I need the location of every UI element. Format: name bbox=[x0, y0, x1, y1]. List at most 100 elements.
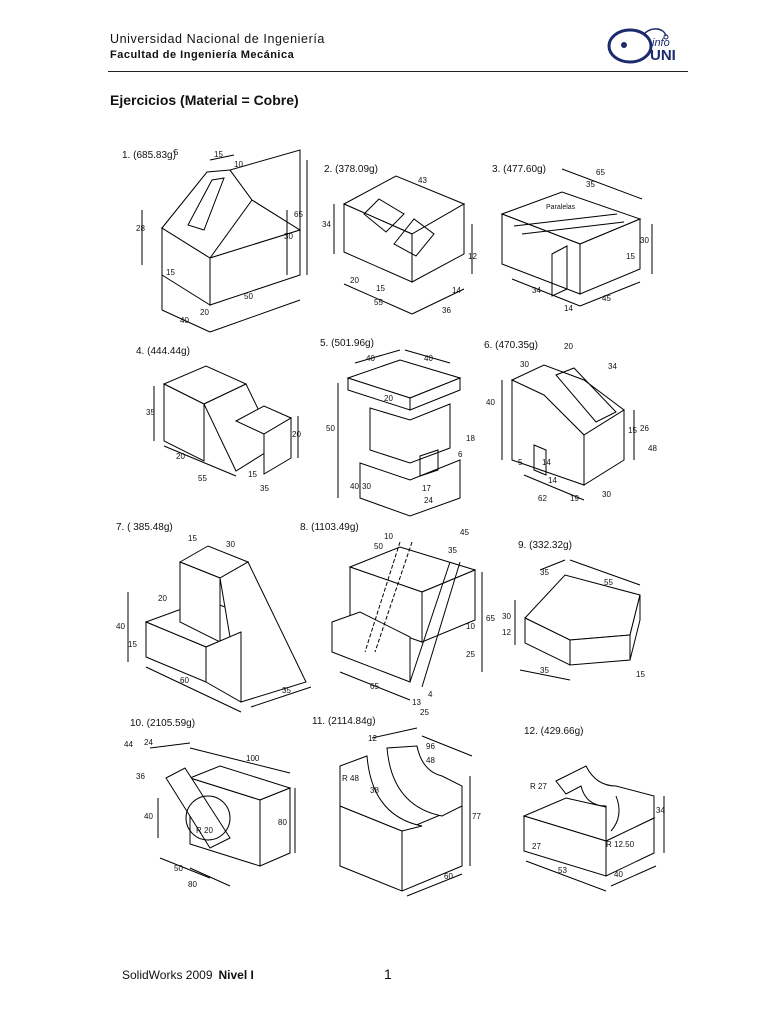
dim-text: 35 bbox=[448, 546, 457, 555]
dim-text: 40 bbox=[350, 482, 359, 491]
dim-text: 55 bbox=[374, 298, 383, 307]
dim-text: 55 bbox=[604, 578, 613, 587]
software-version: SolidWorks 2009 bbox=[122, 968, 213, 982]
exercise-3-note: Paralelas bbox=[546, 204, 576, 211]
exercise-1-drawing bbox=[141, 149, 308, 333]
dim-text: R 20 bbox=[196, 826, 213, 835]
dim-text: 25 bbox=[420, 708, 429, 717]
dim-text: 44 bbox=[124, 740, 133, 749]
exercise-3-label: 3. (477.60g) bbox=[492, 164, 546, 175]
dim-text: 60 bbox=[180, 676, 189, 685]
faculty-name: Facultad de Ingeniería Mecánica bbox=[110, 49, 295, 61]
exercise-7-label: 7. ( 385.48g) bbox=[116, 522, 173, 533]
exercise-5: 5. (501.96g) 40 40 20 50 18 6 40 30 17 2… bbox=[320, 338, 490, 518]
exercise-9: 9. (332.32g) 35 55 30 12 35 15 bbox=[500, 540, 680, 700]
dim-text: 17 bbox=[422, 484, 431, 493]
exercise-6: 6. (470.35g) 20 30 34 40 15 26 48 5 14 1… bbox=[484, 340, 664, 510]
info-uni-logo: info UNI bbox=[607, 28, 676, 64]
dim-text: 10 bbox=[384, 532, 393, 541]
exercise-5-label: 5. (501.96g) bbox=[320, 338, 374, 349]
page-header: Universidad Nacional de Ingeniería Facul… bbox=[110, 32, 325, 61]
exercise-7: 7. ( 385.48g) 15 30 20 40 15 60 35 bbox=[116, 522, 326, 713]
course-level: Nivel I bbox=[218, 968, 254, 982]
dim-text: 43 bbox=[418, 176, 427, 185]
dim-text: 96 bbox=[426, 742, 435, 751]
exercise-1-label: 1. (685.83g) bbox=[122, 150, 176, 161]
dim-text: 4 bbox=[428, 690, 433, 699]
dim-text: 30 bbox=[362, 482, 371, 491]
dim-text: 20 bbox=[350, 276, 359, 285]
dim-text: 15 bbox=[128, 640, 137, 649]
exercise-6-drawing bbox=[501, 364, 635, 501]
dim-text: 34 bbox=[532, 286, 541, 295]
exercise-12: 12. (429.66g) R 27 34 27 R 12.50 53 40 bbox=[506, 726, 676, 906]
exercise-10-drawing bbox=[149, 742, 296, 887]
dim-text: 15 bbox=[628, 426, 637, 435]
dim-text: 18 bbox=[466, 434, 475, 443]
exercise-3: 3. (477.60g) Paralelas 65 35 30 15 34 14… bbox=[492, 164, 653, 324]
dim-text: 15 bbox=[636, 670, 645, 679]
dim-text: 20 bbox=[384, 394, 393, 403]
exercise-6-label: 6. (470.35g) bbox=[484, 340, 538, 351]
dim-text: 65 bbox=[370, 682, 379, 691]
dim-text: 12 bbox=[468, 252, 477, 261]
dim-text: 35 bbox=[540, 666, 549, 675]
dim-text: 40 bbox=[614, 870, 623, 879]
dim-text: 48 bbox=[426, 756, 435, 765]
dim-text: R 12.50 bbox=[606, 840, 635, 849]
dim-text: 62 bbox=[538, 494, 547, 503]
dim-text: 20 bbox=[564, 342, 573, 351]
dim-text: 15 bbox=[376, 284, 385, 293]
dim-text: 30 bbox=[602, 490, 611, 499]
dim-text: 30 bbox=[640, 236, 649, 245]
dim-text: 80 bbox=[188, 880, 197, 889]
dim-text: 48 bbox=[648, 444, 657, 453]
dim-text: 35 bbox=[586, 180, 595, 189]
dim-text: 40 bbox=[144, 812, 153, 821]
dim-text: 28 bbox=[136, 224, 145, 233]
dim-text: 30 bbox=[284, 232, 293, 241]
dim-text: 10 bbox=[234, 160, 243, 169]
dim-text: 65 bbox=[486, 614, 495, 623]
dim-text: 40 bbox=[424, 354, 433, 363]
dim-text: 12 bbox=[502, 628, 511, 637]
exercise-9-drawing bbox=[514, 559, 641, 681]
dim-text: R 27 bbox=[530, 782, 547, 791]
dim-text: 50 bbox=[174, 864, 183, 873]
page-title: Ejercicios (Material = Cobre) bbox=[110, 92, 299, 108]
dim-text: 30 bbox=[520, 360, 529, 369]
dim-text: 50 bbox=[244, 292, 253, 301]
dim-text: 35 bbox=[146, 408, 155, 417]
dim-text: 55 bbox=[198, 474, 207, 483]
page-footer: SolidWorks 2009 Nivel I bbox=[122, 968, 254, 982]
dim-text: 24 bbox=[424, 496, 433, 505]
dim-text: 30 bbox=[502, 612, 511, 621]
exercise-4: 4. (444.44g) 35 20 20 55 15 35 bbox=[136, 346, 316, 506]
dim-text: 34 bbox=[656, 806, 665, 815]
dim-text: 100 bbox=[246, 754, 260, 763]
dim-text: 65 bbox=[294, 210, 303, 219]
dim-text: 20 bbox=[200, 308, 209, 317]
dim-text: 24 bbox=[144, 738, 153, 747]
university-name: Universidad Nacional de Ingeniería bbox=[110, 32, 325, 46]
exercise-5-drawing bbox=[337, 349, 462, 517]
exercise-2-drawing bbox=[333, 175, 473, 315]
dim-text: 15 bbox=[248, 470, 257, 479]
dim-text: 15 bbox=[214, 150, 223, 159]
dim-text: 45 bbox=[602, 294, 611, 303]
exercise-8-label: 8. (1103.49g) bbox=[300, 522, 359, 533]
exercise-10: 10. (2105.59g) 44 24 100 36 40 R 20 80 5… bbox=[124, 718, 310, 918]
dim-text: 15 bbox=[626, 252, 635, 261]
dim-text: 35 bbox=[282, 686, 291, 695]
dim-text: 10 bbox=[466, 622, 475, 631]
dim-text: 5 bbox=[174, 148, 179, 157]
exercise-2: 2. (378.09g) 43 34 12 20 15 55 36 14 bbox=[322, 164, 484, 344]
dim-text: 34 bbox=[322, 220, 331, 229]
dim-text: 34 bbox=[608, 362, 617, 371]
dim-text: 36 bbox=[442, 306, 451, 315]
exercise-3-drawing bbox=[500, 168, 653, 307]
dim-text: 50 bbox=[374, 542, 383, 551]
exercise-9-label: 9. (332.32g) bbox=[518, 540, 572, 551]
dim-text: 14 bbox=[548, 476, 557, 485]
exercise-11-drawing bbox=[339, 727, 473, 897]
